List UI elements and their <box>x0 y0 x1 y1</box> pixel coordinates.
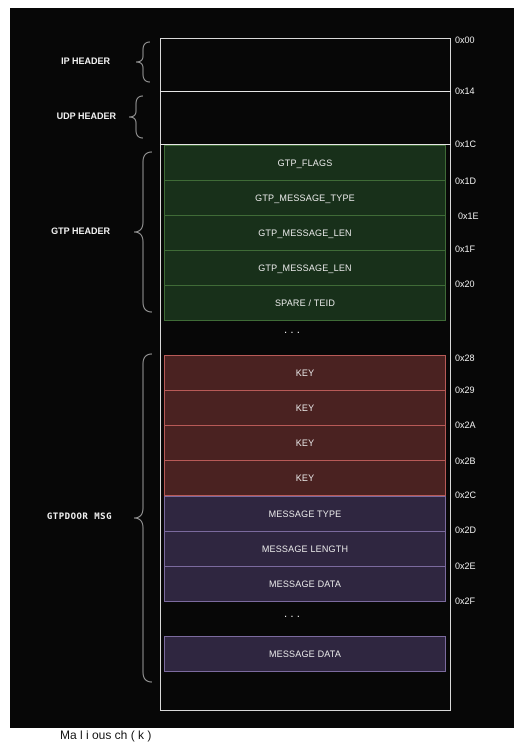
packet-frame <box>160 38 451 711</box>
key-field-4: KEY <box>164 460 446 496</box>
offset-0x28: 0x28 <box>455 353 475 363</box>
gtpdoor-msg-label: GTPDOOR MSG <box>46 512 112 522</box>
key-field-1: KEY <box>164 355 446 391</box>
ellipsis-1: · · · <box>284 328 300 339</box>
offset-0x2f: 0x2F <box>455 596 476 606</box>
gtp-message-type-field: GTP_MESSAGE_TYPE <box>164 180 446 216</box>
message-data-field: MESSAGE DATA <box>164 566 446 602</box>
offset-0x20: 0x20 <box>455 279 475 289</box>
offset-0x14: 0x14 <box>455 86 475 96</box>
offset-0x2e: 0x2E <box>455 561 476 571</box>
key-field-3: KEY <box>164 425 446 461</box>
offset-0x1c: 0x1C <box>455 139 477 149</box>
ellipsis-2: · · · <box>284 612 300 623</box>
udp-header-label: UDP HEADER <box>56 111 116 121</box>
ip-header-brace <box>135 41 151 83</box>
figure-caption: Ma l i ous ch ( k ) <box>60 728 152 742</box>
offset-0x00: 0x00 <box>455 35 475 45</box>
gtp-header-brace <box>133 151 153 313</box>
gtp-flags-field: GTP_FLAGS <box>164 145 446 181</box>
key-field-2: KEY <box>164 390 446 426</box>
gtp-header-label: GTP HEADER <box>51 226 110 236</box>
offset-0x2a: 0x2A <box>455 420 476 430</box>
spare-teid-field: SPARE / TEID <box>164 285 446 321</box>
offset-0x1f: 0x1F <box>455 244 476 254</box>
gtpdoor-msg-brace <box>133 353 153 683</box>
ip-udp-divider <box>160 91 451 92</box>
message-type-field: MESSAGE TYPE <box>164 496 446 532</box>
offset-0x29: 0x29 <box>455 385 475 395</box>
offset-0x2d: 0x2D <box>455 525 477 535</box>
gtp-message-len-field: GTP_MESSAGE_LEN <box>164 215 446 251</box>
message-length-field: MESSAGE LENGTH <box>164 531 446 567</box>
offset-0x1e: 0x1E <box>458 211 479 221</box>
gtp-message-len-field-2: GTP_MESSAGE_LEN <box>164 250 446 286</box>
offset-0x2c: 0x2C <box>455 490 477 500</box>
message-data-field-last: MESSAGE DATA <box>164 636 446 672</box>
udp-header-brace <box>128 95 144 139</box>
offset-0x1d: 0x1D <box>455 176 477 186</box>
udp-gtp-divider <box>160 144 451 145</box>
ip-header-label: IP HEADER <box>61 56 110 66</box>
offset-0x2b: 0x2B <box>455 456 476 466</box>
